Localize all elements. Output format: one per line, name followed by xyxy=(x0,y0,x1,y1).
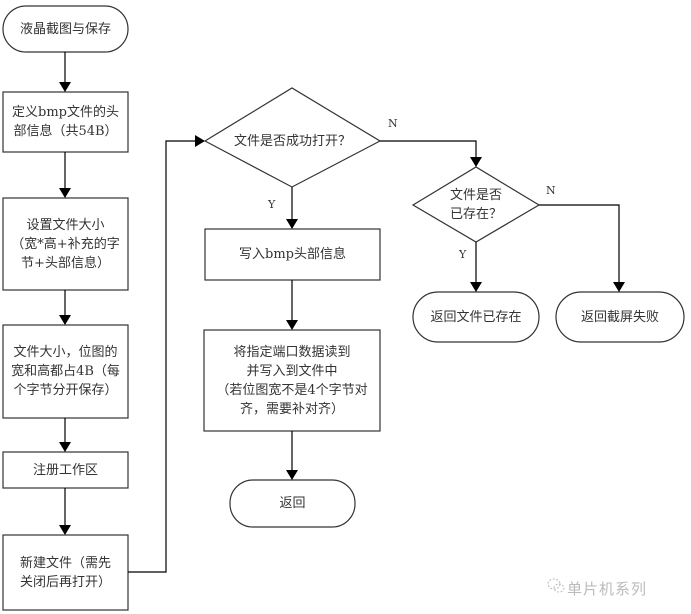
decision-exists: 文件是否 已存在？ xyxy=(413,184,539,226)
new-file-step: 新建文件（需先 关闭后再打开） xyxy=(3,535,128,610)
write-data-line-1: 将指定端口数据读到 xyxy=(233,344,351,360)
set-size-line-2: （宽*高+补充的字 xyxy=(11,236,120,252)
return-fail-terminal-shape xyxy=(555,291,685,343)
return-exists-terminal-shape xyxy=(412,291,540,343)
decision-exists-line-1: 文件是否 xyxy=(449,188,502,203)
start-terminal: 液晶截图与保存 xyxy=(19,21,111,37)
write-data-step: 将指定端口数据读到 并写入到文件中 （若位图宽不是4个字节对 齐，需要补对齐） xyxy=(204,330,380,431)
set-size-line-1: 设置文件大小 xyxy=(26,217,105,233)
edge-exists-no xyxy=(539,204,625,292)
write-header-step: 写入bmp头部信息 xyxy=(239,247,346,262)
edge-label-exists-no: N xyxy=(546,184,556,197)
write-data-line-4: 齐，需要补对齐） xyxy=(239,401,344,417)
define-header-step: 定义bmp文件的头 部信息（共54B） xyxy=(3,92,128,152)
return-fail-terminal: 返回截屏失败 xyxy=(580,309,659,325)
edge-open-no xyxy=(380,140,482,167)
decision-open: 文件是否成功打开？ xyxy=(233,133,351,149)
size-info-step: 文件大小，位图的 宽和高都占4B（每 个字节分开保存） xyxy=(3,325,128,418)
edge-label-open-no: N xyxy=(388,117,398,130)
size-info-line-3: 个字节分开保存） xyxy=(13,383,118,398)
new-file-line-1: 新建文件（需先 xyxy=(19,555,111,571)
edge-newfile-decision xyxy=(128,135,205,573)
edge-label-open-yes: Y xyxy=(268,198,276,211)
size-info-line-1: 文件大小，位图的 xyxy=(13,345,118,360)
decision-exists-line-2: 已存在？ xyxy=(449,207,502,222)
write-data-line-2: 并写入到文件中 xyxy=(246,363,338,379)
set-size-step: 设置文件大小 （宽*高+补充的字 节+头部信息） xyxy=(3,198,128,290)
edge-label-exists-yes: Y xyxy=(459,248,467,261)
return-terminal: 返回 xyxy=(279,496,306,511)
new-file-line-2: 关闭后再打开） xyxy=(19,574,111,590)
define-header-line-1: 定义bmp文件的头 xyxy=(12,105,119,120)
wechat-icon xyxy=(547,578,565,593)
set-size-line-3: 节+头部信息） xyxy=(21,255,110,271)
register-step: 注册工作区 xyxy=(32,462,98,478)
watermark-text: 单片机系列 xyxy=(567,580,648,598)
size-info-line-2: 宽和高都占4B（每 xyxy=(11,364,120,379)
write-data-line-3: （若位图宽不是4个字节对 xyxy=(216,382,368,398)
return-exists-terminal: 返回文件已存在 xyxy=(430,309,522,325)
define-header-line-2: 部信息（共54B） xyxy=(13,124,118,139)
return-terminal-shape xyxy=(229,479,356,528)
